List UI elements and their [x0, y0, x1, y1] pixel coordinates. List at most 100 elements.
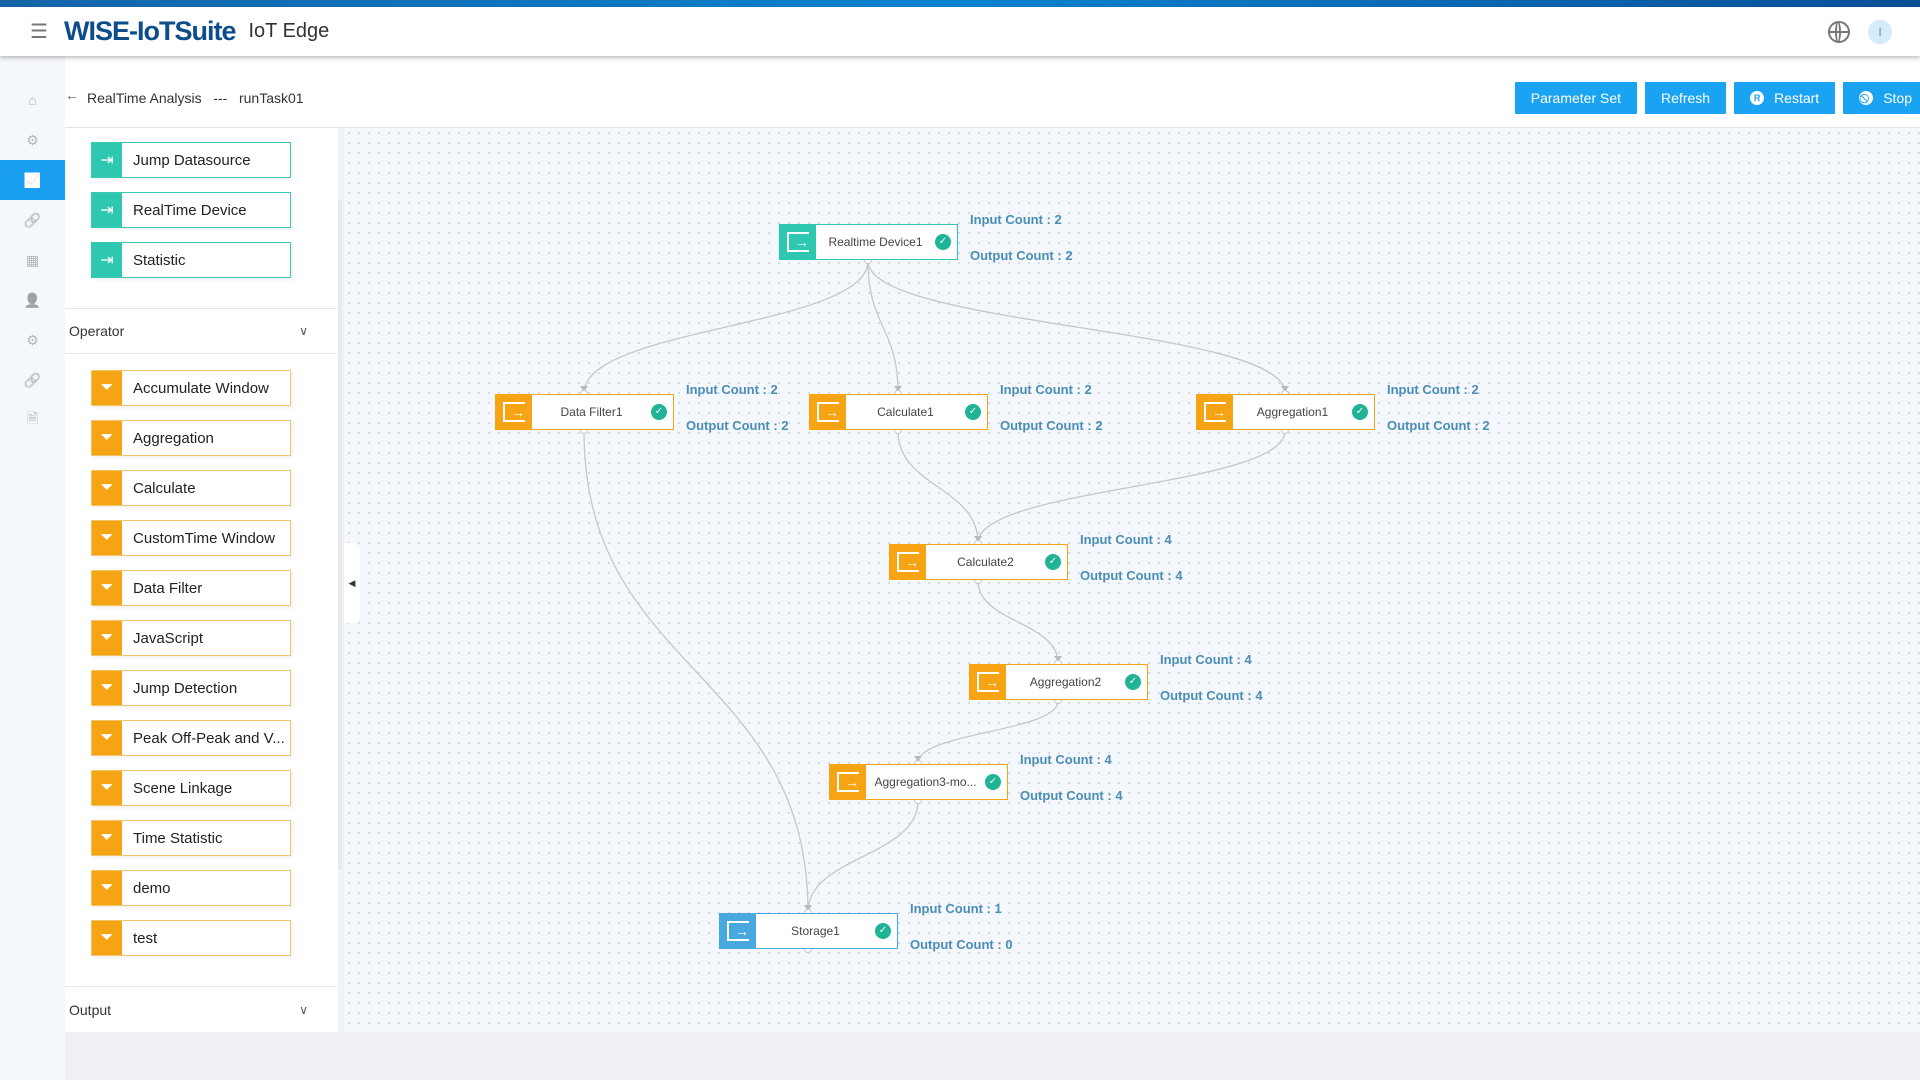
nav-item-device-gear[interactable]: ⚙	[0, 120, 65, 160]
node-type-icon: →	[496, 395, 532, 429]
funnel-icon: ⏷	[92, 721, 122, 755]
chart-icon: 📈	[23, 171, 42, 188]
funnel-icon: ⏷	[92, 521, 122, 555]
flow-edge[interactable]	[583, 260, 869, 394]
palette-operator-item[interactable]: ⏷Time Statistic	[91, 820, 291, 856]
flow-node[interactable]: →Data Filter1✓	[495, 394, 674, 430]
breadcrumb-task: runTask01	[238, 90, 304, 106]
node-type-icon: →	[970, 665, 1006, 699]
palette-operator-item[interactable]: ⏷Accumulate Window	[91, 370, 291, 406]
output-count: Output Count : 4	[1160, 688, 1263, 703]
node-label: Calculate2	[957, 555, 1014, 569]
operator-section-title: Operator	[69, 323, 125, 339]
node-label: Storage1	[791, 924, 840, 938]
input-count: Input Count : 2	[686, 382, 778, 397]
output-count-label: Output Count :	[1020, 788, 1116, 803]
input-count-label: Input Count :	[1020, 752, 1105, 767]
output-count-label: Output Count :	[970, 248, 1066, 263]
palette-source-item[interactable]: ⇥RealTime Device	[91, 192, 291, 228]
nav-item-home[interactable]: ⌂	[0, 80, 65, 120]
parameter-set-button[interactable]: Parameter Set	[1514, 82, 1638, 114]
flow-edge[interactable]	[583, 430, 809, 913]
nav-item-document[interactable]: 🗎	[0, 400, 65, 440]
input-count: Input Count : 2	[970, 212, 1062, 227]
nav-item-link[interactable]: 🔗	[0, 200, 65, 240]
stop-button[interactable]: ⃠Stop	[1843, 82, 1920, 114]
component-palette: ⇥Jump Datasource ⇥RealTime Device ⇥Statist…	[65, 128, 338, 1032]
flow-node[interactable]: →Storage1✓	[719, 913, 898, 949]
input-count-value: 1	[994, 901, 1002, 916]
nav-item-user[interactable]: 👤	[0, 280, 65, 320]
flow-node[interactable]: →Aggregation2✓	[969, 664, 1148, 700]
flow-node[interactable]: →Calculate2✓	[889, 544, 1068, 580]
node-label: Aggregation1	[1256, 405, 1329, 419]
flow-node[interactable]: →Aggregation3-mo...✓	[829, 764, 1008, 800]
palette-operator-item[interactable]: ⏷ Scene Linkage	[91, 770, 291, 806]
input-count-label: Input Count :	[1160, 652, 1245, 667]
output-section-header[interactable]: Output ∨	[65, 986, 338, 1032]
node-type-icon: →	[780, 225, 816, 259]
chevron-down-icon: ∨	[299, 1002, 308, 1017]
palette-operator-item[interactable]: ⏷demo	[91, 870, 291, 906]
nav-item-table[interactable]: ▦	[0, 240, 65, 280]
flow-edge[interactable]	[867, 260, 899, 394]
collapse-palette-button[interactable]: ◀	[344, 543, 360, 623]
node-label: Data Filter1	[560, 405, 623, 419]
palette-source-item[interactable]: ⇥Statistic	[91, 242, 291, 278]
palette-item-label: Aggregation	[133, 429, 214, 447]
input-count-label: Input Count :	[1080, 532, 1165, 547]
palette-source-item[interactable]: ⇥Jump Datasource	[91, 142, 291, 178]
nav-item-chart[interactable]: 📈	[0, 160, 65, 200]
breadcrumb-section[interactable]: RealTime Analysis	[87, 90, 202, 106]
flow-edge[interactable]	[807, 800, 919, 913]
palette-operator-item[interactable]: ⏷Peak Off-Peak and V...	[91, 720, 291, 756]
input-count-label: Input Count :	[1000, 382, 1085, 397]
palette-item-label: Scene Linkage	[133, 779, 233, 797]
palette-operator-item[interactable]: ⏷Jump Detection	[91, 670, 291, 706]
funnel-icon: ⏷	[92, 671, 122, 705]
palette-item-label: RealTime Device	[133, 201, 247, 219]
refresh-button[interactable]: Refresh	[1645, 82, 1727, 114]
palette-operator-item[interactable]: ⏷JavaScript	[91, 620, 291, 656]
funnel-icon: ⏷	[92, 771, 122, 805]
flow-node[interactable]: →Aggregation1✓	[1196, 394, 1375, 430]
palette-item-label: Accumulate Window	[133, 379, 269, 397]
language-globe-icon[interactable]	[1828, 20, 1850, 43]
flow-edge[interactable]	[977, 580, 1059, 664]
status-check-icon: ✓	[1352, 404, 1368, 420]
input-count-label: Input Count :	[1387, 382, 1472, 397]
flow-node[interactable]: →Realtime Device1✓	[779, 224, 958, 260]
operator-section-header[interactable]: Operator∨	[65, 308, 338, 354]
avatar[interactable]: I	[1868, 19, 1892, 44]
back-arrow-icon[interactable]: ←	[65, 87, 79, 103]
nav-item-link2[interactable]: 🔗	[0, 360, 65, 400]
flow-edge[interactable]	[897, 430, 979, 544]
menu-icon[interactable]: ☰	[30, 21, 48, 43]
flow-edge[interactable]	[917, 700, 1059, 764]
document-icon: 🗎	[26, 410, 39, 426]
palette-operator-item[interactable]: ⏷Aggregation	[91, 420, 291, 456]
palette-scrollbar[interactable]	[338, 200, 342, 870]
breadcrumb: RealTime Analysis --- runTask01	[87, 90, 304, 106]
flow-canvas[interactable]: →Realtime Device1✓ Input Count : 2 Output …	[344, 128, 1920, 1032]
palette-operator-item[interactable]: ⏷CustomTime Window	[91, 520, 291, 556]
output-count: Output Count : 2	[1000, 418, 1103, 433]
output-count-label: Output Count :	[1080, 568, 1176, 583]
palette-operator-item[interactable]: ⏷test	[91, 920, 291, 956]
footer-bar	[65, 1032, 1920, 1080]
logo: WISE-IoTSuite	[64, 16, 236, 46]
flow-edge[interactable]	[977, 430, 1286, 544]
flow-node[interactable]: →Calculate1✓	[809, 394, 988, 430]
node-type-icon: →	[890, 545, 926, 579]
stop-label: Stop	[1883, 90, 1912, 106]
output-section-title: Output	[69, 1001, 112, 1018]
nav-item-settings[interactable]: ⚙	[0, 320, 65, 360]
node-label: Aggregation3-mo...	[874, 775, 977, 789]
palette-operator-item[interactable]: ⏷Data Filter	[91, 570, 291, 606]
node-type-icon: →	[810, 395, 846, 429]
palette-operator-item[interactable]: ⏷Calculate	[91, 470, 291, 506]
funnel-icon: ⏷	[92, 821, 122, 855]
output-count: Output Count : 4	[1080, 568, 1183, 583]
flow-edge[interactable]	[867, 260, 1286, 394]
